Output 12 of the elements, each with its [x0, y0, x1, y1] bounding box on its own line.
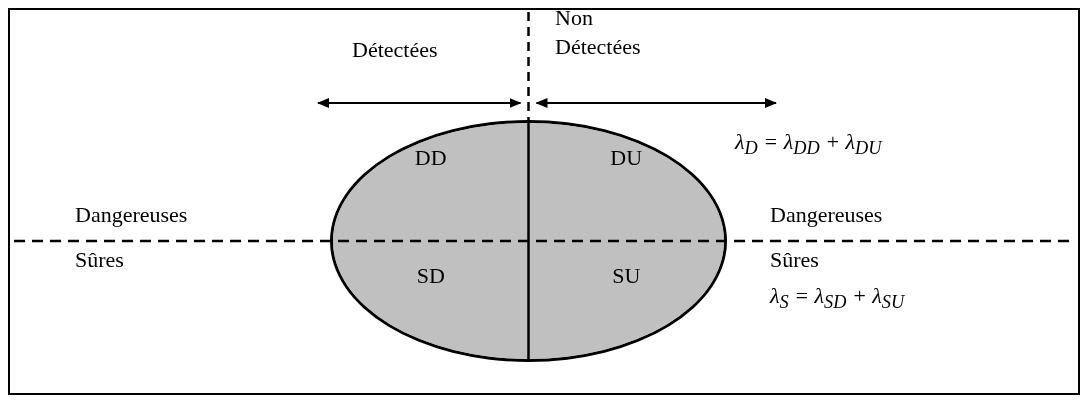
region-label: Dangereuses [770, 201, 883, 229]
region-label: Dangereuses [75, 201, 188, 229]
formula-text: λ$_{S}$ = λ$_{SD}$ + λ$_{SU}$ [770, 282, 905, 315]
region-label: Sûres [770, 246, 819, 274]
quadrant-label: DD [414, 145, 447, 171]
formula-text: λ$_{D}$ = λ$_{DD}$ + λ$_{DU}$ [735, 128, 882, 161]
region-label: Non Détectées [555, 4, 642, 61]
quadrant-label: SD [416, 263, 445, 289]
region-label: Détectées [352, 36, 438, 64]
quadrant-label: SU [612, 263, 641, 289]
quadrant-label: DU [610, 145, 643, 171]
region-label: Sûres [75, 246, 124, 274]
